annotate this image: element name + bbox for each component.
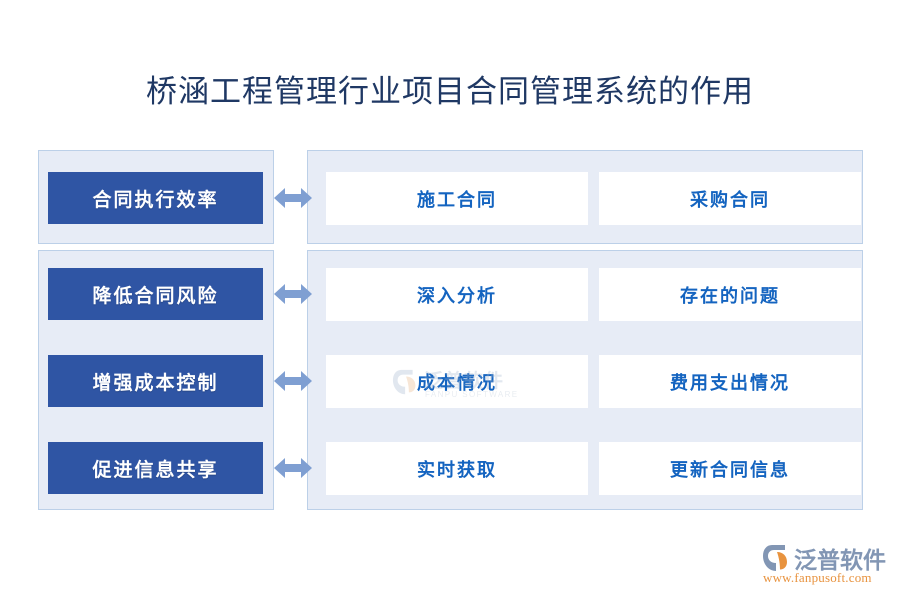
double-arrow-icon-4 [274,455,312,481]
category-box-4[interactable]: 促进信息共享 [48,442,263,494]
category-box-3[interactable]: 增强成本控制 [48,355,263,407]
item-card-3-2[interactable]: 费用支出情况 [599,355,861,408]
item-card-1-2[interactable]: 采购合同 [599,172,861,225]
company-name: 泛普软件 [794,547,886,573]
category-box-1[interactable]: 合同执行效率 [48,172,263,224]
company-logo-icon [762,543,794,573]
item-card-4-2[interactable]: 更新合同信息 [599,442,861,495]
double-arrow-icon-2 [274,281,312,307]
category-box-2[interactable]: 降低合同风险 [48,268,263,320]
double-arrow-icon-3 [274,368,312,394]
brand-logo: 泛普软件 www.fanpusoft.com [762,541,892,589]
company-url: www.fanpusoft.com [763,570,872,585]
item-card-3-1[interactable]: 成本情况 [326,355,588,408]
item-card-2-1[interactable]: 深入分析 [326,268,588,321]
item-card-1-1[interactable]: 施工合同 [326,172,588,225]
double-arrow-icon-1 [274,185,312,211]
item-card-2-2[interactable]: 存在的问题 [599,268,861,321]
item-card-4-1[interactable]: 实时获取 [326,442,588,495]
page-title: 桥涵工程管理行业项目合同管理系统的作用 [146,74,754,109]
